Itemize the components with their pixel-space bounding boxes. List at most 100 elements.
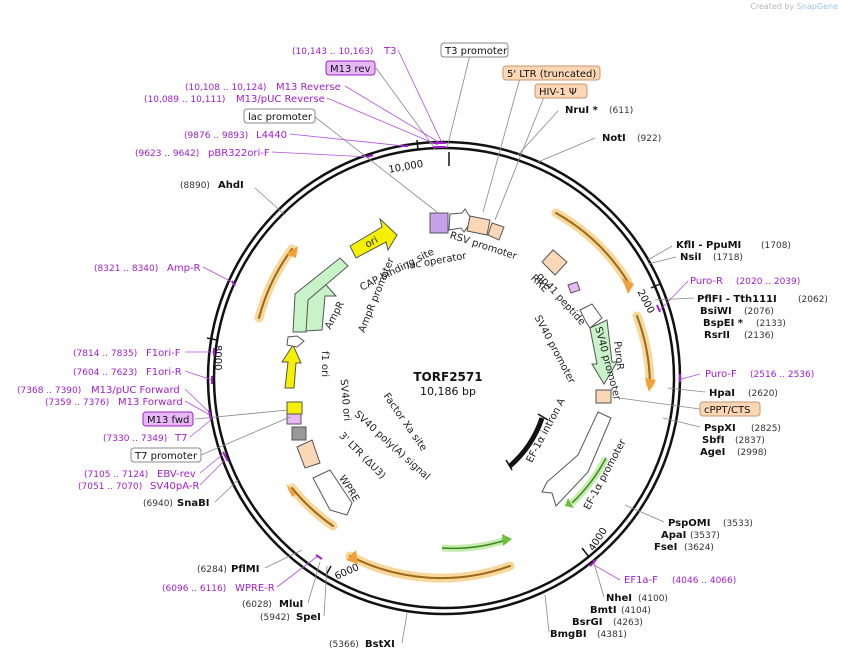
m13-fwd-box bbox=[142, 411, 194, 427]
ef1a-promoter-arrow bbox=[541, 411, 612, 507]
cppt-box bbox=[595, 389, 612, 404]
orange-arrowhead-2 bbox=[645, 378, 656, 392]
ltr5-box bbox=[466, 215, 491, 236]
puror-label: PuroR bbox=[611, 341, 625, 371]
primer-wpre-r: WPRE-R bbox=[235, 583, 275, 594]
tick-2000 bbox=[650, 283, 661, 289]
primer-m13puc-reverse-range: (10,089 .. 10,111) bbox=[144, 95, 225, 105]
primer-leader-m13-reverse bbox=[344, 85, 441, 144]
primer-ef1a-f-range: (4046 .. 4066) bbox=[672, 576, 736, 586]
primer-leader-t3 bbox=[397, 49, 443, 144]
ef1a-intron-arc bbox=[508, 417, 545, 468]
primer-ebv-rev: EBV-rev bbox=[157, 469, 196, 480]
site-apai: ApaI bbox=[661, 530, 686, 541]
primer-puro-r: Puro-R bbox=[690, 276, 723, 287]
primer-ebv-rev-range: (7105 .. 7124) bbox=[84, 470, 148, 480]
primer-m13fwd-range: (7359 .. 7376) bbox=[45, 398, 109, 408]
site-bsrgi: BsrGI bbox=[572, 617, 602, 628]
m13-rev-text: M13 rev bbox=[330, 64, 371, 75]
site-bmgbi-pos: (4381) bbox=[597, 630, 627, 640]
site-pspxi-pos: (2825) bbox=[751, 424, 781, 434]
primer-leader-f1ori-r bbox=[184, 370, 213, 381]
leader-kfli bbox=[647, 245, 673, 261]
primer-pbr322: pBR322ori-F bbox=[208, 148, 270, 159]
site-snabi: SnaBI bbox=[177, 498, 209, 509]
site-noti: NotI bbox=[602, 133, 626, 144]
restriction-sites-left: (8890) AhdI (6940) SnaBI (6284) PflMI (6… bbox=[143, 180, 395, 650]
leader-pspomi bbox=[624, 504, 665, 523]
hiv-psi-text: HIV-1 Ψ bbox=[539, 87, 577, 98]
site-pspomi-pos: (3533) bbox=[723, 519, 753, 529]
primer-f1ori-r: F1ori-R bbox=[146, 367, 182, 378]
primer-t7-range: (7330 .. 7349) bbox=[103, 434, 167, 444]
m13-rev-box bbox=[325, 60, 376, 76]
tick-10000 bbox=[416, 139, 419, 151]
site-agei-pos: (2998) bbox=[737, 448, 767, 458]
primer-m13puc-fwd: M13/pUC Forward bbox=[91, 385, 180, 396]
site-sbfi-pos: (2837) bbox=[735, 436, 765, 446]
site-nrui-pos: (611) bbox=[609, 106, 633, 116]
ampr-promoter-label: AmpR promoter bbox=[357, 256, 397, 335]
leader-pspxi bbox=[662, 417, 701, 428]
site-rsrii-pos: (2136) bbox=[744, 331, 774, 341]
primer-wpre-r-range: (6096 .. 6116) bbox=[162, 584, 226, 594]
primer-m13-reverse: M13 Reverse bbox=[276, 82, 341, 93]
primers-left: (10,143 .. 10,163) T3 (10,108 .. 10,124)… bbox=[17, 46, 396, 594]
5ltr-box bbox=[502, 65, 601, 81]
leader-lines bbox=[194, 54, 706, 644]
tick-label-10000: 10,000 bbox=[388, 159, 424, 176]
primer-ef1a-f: EF1a-F bbox=[624, 575, 658, 586]
site-sbfi: SbfI bbox=[702, 435, 724, 446]
cppt-label-box bbox=[699, 401, 761, 417]
primer-leader-m13fwd bbox=[184, 400, 211, 416]
orange-arc-5 bbox=[254, 244, 297, 323]
leader-mlui bbox=[307, 561, 321, 604]
tick-label-6000: 6000 bbox=[333, 562, 361, 582]
leader-lac-promoter bbox=[314, 116, 438, 213]
primer-t7: T7 bbox=[174, 433, 187, 444]
primer-f1ori-r-range: (7604 .. 7623) bbox=[73, 368, 137, 378]
orange-arc-1-core bbox=[555, 212, 629, 283]
primer-leader-t7 bbox=[189, 419, 212, 438]
site-spei-pos: (5942) bbox=[260, 613, 290, 623]
primer-leader-pbr322 bbox=[271, 151, 371, 158]
site-nsii: NsiI bbox=[680, 252, 701, 263]
tick-label-2000: 2000 bbox=[635, 288, 657, 316]
primer-t3-range: (10,143 .. 10,163) bbox=[292, 47, 373, 57]
site-bsrgi-pos: (4263) bbox=[613, 618, 643, 628]
site-nhei: NheI bbox=[606, 593, 632, 604]
t3-promoter-text: T3 promoter bbox=[444, 46, 508, 57]
tick-4000 bbox=[581, 547, 590, 558]
site-mlui: MluI bbox=[279, 599, 303, 610]
site-fsei: FseI bbox=[654, 542, 677, 553]
orange-arrowhead-3 bbox=[346, 550, 358, 564]
primer-leader-m13puc-fwd bbox=[184, 388, 211, 414]
5ltr-text: 5' LTR (truncated) bbox=[507, 69, 596, 80]
restriction-sites-right: NruI * (611) NotI (922) KflI - PpuMI (17… bbox=[550, 105, 828, 640]
primer-mark-wpre bbox=[315, 554, 323, 560]
site-hpai: HpaI bbox=[709, 388, 735, 399]
leader-hiv bbox=[494, 96, 545, 221]
gp41-box bbox=[567, 281, 581, 294]
primer-puro-r-range: (2020 .. 2039) bbox=[736, 277, 800, 287]
primer-t3: T3 bbox=[383, 46, 396, 57]
site-bstxi-pos: (5366) bbox=[329, 640, 359, 650]
ori-label: ori bbox=[363, 235, 380, 251]
m13-fwd-text: M13 fwd bbox=[147, 415, 189, 426]
site-pflfi: PflFI - Tth111I bbox=[697, 294, 777, 305]
site-bspei: BspEI * bbox=[703, 318, 744, 329]
puror-arrow bbox=[589, 319, 618, 385]
site-kfli: KflI - PpuMI bbox=[676, 240, 741, 251]
primer-mark-ampr bbox=[231, 280, 236, 287]
primer-mark-ef1a bbox=[589, 559, 597, 567]
primer-m13puc-reverse: M13/pUC Reverse bbox=[236, 94, 325, 105]
leader-t7promoter bbox=[200, 416, 291, 456]
site-pflmi-pos: (6284) bbox=[197, 565, 227, 575]
hiv-psi-box bbox=[487, 222, 505, 241]
primer-leader-m13puc-reverse bbox=[326, 97, 439, 146]
sv40-ori-label: SV40 ori bbox=[338, 379, 353, 422]
sv40-promoter-label-inner: SV40 promoter bbox=[532, 314, 578, 387]
primer-m13puc-fwd-range: (7368 .. 7390) bbox=[17, 386, 81, 396]
ampr-label: AmpR bbox=[323, 300, 347, 332]
lac-promoter-text: lac promoter bbox=[248, 112, 313, 123]
